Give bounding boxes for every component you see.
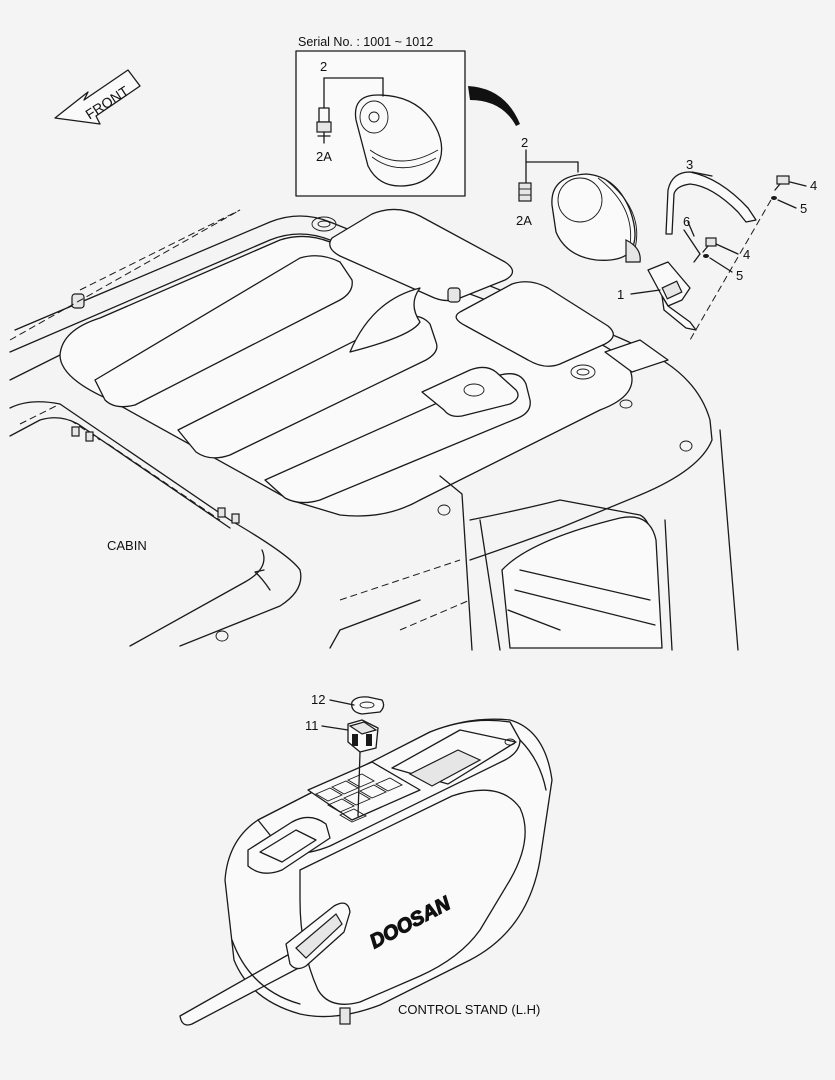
- callout-4-mid: 4: [743, 247, 750, 262]
- callout-2: 2: [521, 135, 528, 150]
- callout-2a: 2A: [516, 213, 532, 228]
- callout-5-mid: 5: [736, 268, 743, 283]
- cover-strip-icon: [665, 171, 757, 235]
- screw-icon-mid: [702, 237, 717, 253]
- inset-beacon-icon: [354, 94, 443, 187]
- callout-12: 12: [311, 692, 325, 707]
- mounting-bracket-icon: [647, 261, 697, 331]
- inset-pointer-arrow: [468, 86, 520, 126]
- serial-number-label: Serial No. : 1001 ~ 1012: [298, 35, 433, 49]
- front-arrow-icon: FRONT: [54, 69, 141, 125]
- callout-4-top: 4: [810, 178, 817, 193]
- screw-icon-top: [774, 175, 790, 191]
- switch-cap-icon: [351, 696, 385, 715]
- callout-6: 6: [683, 214, 690, 229]
- cabin-label: CABIN: [107, 538, 147, 553]
- washer-icon-top: [771, 196, 777, 200]
- control-stand-label: CONTROL STAND (L.H): [398, 1002, 540, 1017]
- bulb-icon: [518, 182, 532, 202]
- control-stand-drawing: [179, 718, 553, 1026]
- callout-2a-inset: 2A: [316, 149, 332, 164]
- hex-key-icon: [683, 229, 701, 263]
- beacon-lamp-icon: [551, 173, 641, 263]
- callout-5-top: 5: [800, 201, 807, 216]
- washer-icon-mid: [703, 254, 709, 258]
- callout-1: 1: [617, 287, 624, 302]
- cabin-roof-drawing: [9, 208, 739, 651]
- rocker-switch-icon: [347, 719, 379, 753]
- callout-11: 11: [305, 718, 319, 733]
- callout-3: 3: [686, 157, 693, 172]
- callout-2-inset: 2: [320, 59, 327, 74]
